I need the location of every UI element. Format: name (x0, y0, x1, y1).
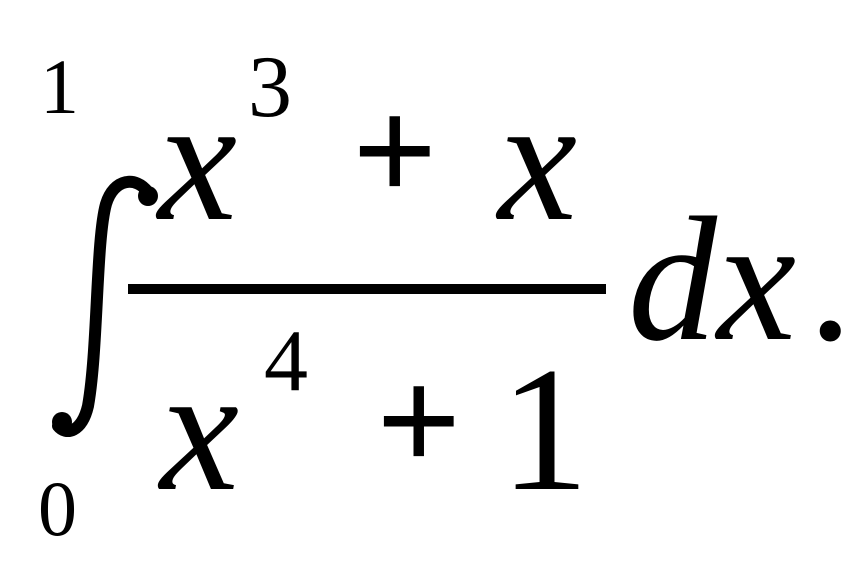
fraction-bar (128, 284, 606, 294)
differential-dx: dx (628, 180, 797, 378)
numerator-exponent: 3 (248, 39, 292, 136)
denominator-variable-x: x (160, 330, 240, 528)
denominator-plus-operator: + (376, 338, 462, 504)
numerator-second-x: x (498, 60, 578, 258)
denominator-exponent: 4 (264, 313, 308, 410)
numerator-variable-x: x (158, 60, 238, 258)
integral-sign (52, 175, 158, 437)
lower-limit: 0 (38, 465, 77, 552)
upper-limit: 1 (40, 43, 79, 130)
period: . (808, 180, 853, 378)
numerator-plus-operator: + (352, 68, 438, 234)
denominator-constant: 1 (500, 330, 589, 528)
